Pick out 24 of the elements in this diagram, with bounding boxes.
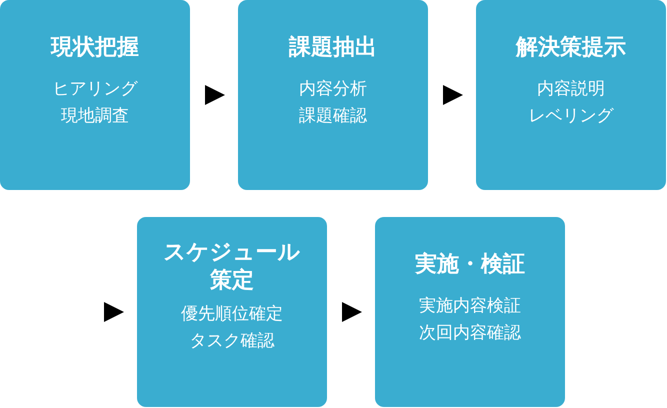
arrow bbox=[205, 85, 225, 105]
step-item: 内容分析 bbox=[299, 78, 367, 101]
process-box bbox=[0, 0, 190, 190]
step-item: ヒアリング bbox=[52, 78, 138, 101]
arrow bbox=[443, 85, 463, 105]
step-title: 実施・検証 bbox=[415, 251, 525, 279]
step-item: 次回内容確認 bbox=[419, 322, 521, 345]
step-item: 内容説明 bbox=[537, 78, 605, 101]
step-title: スケジュール策定 bbox=[162, 239, 302, 295]
process-box bbox=[375, 217, 565, 407]
process-box bbox=[238, 0, 428, 190]
process-box bbox=[137, 217, 327, 407]
arrow bbox=[342, 302, 362, 322]
step-item: 課題確認 bbox=[299, 105, 367, 128]
step-item: タスク確認 bbox=[190, 330, 274, 353]
step-item: 優先順位確定 bbox=[181, 303, 283, 326]
step-item: 現地調査 bbox=[61, 105, 129, 128]
step-title: 課題抽出 bbox=[289, 34, 377, 62]
step-item: 実施内容検証 bbox=[419, 295, 521, 318]
step-title: 現状把握 bbox=[51, 34, 139, 62]
arrow bbox=[104, 302, 124, 322]
process-box bbox=[476, 0, 666, 190]
step-item: レベリング bbox=[528, 105, 614, 128]
step-title: 解決策提示 bbox=[516, 34, 626, 62]
